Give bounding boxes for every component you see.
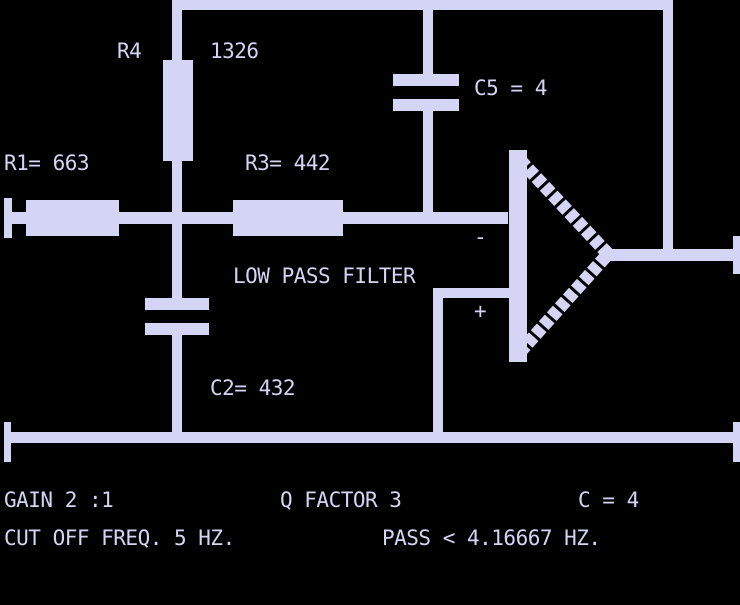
r4-top-wire [172,0,182,60]
plus-ground-wire [433,288,443,443]
c-readout: C = 4 [578,488,639,512]
r3-label: R3= 442 [245,151,330,175]
output-feedback-wire [663,0,673,252]
c2-plate-top [145,298,209,310]
ground-bus [4,432,738,443]
gain-readout: GAIN 2 :1 [4,488,113,512]
opamp-triangle-edges [515,155,617,357]
minus-sign: - [474,225,486,249]
c5-plate-top [393,74,459,86]
r3-resistor [233,200,343,236]
c5-plate-bottom [393,99,459,111]
r4-name-label: R4 [117,39,141,63]
q-factor-readout: Q FACTOR 3 [280,488,401,512]
junction-wire [172,161,182,299]
output-terminal [733,236,740,274]
c2-ground-wire [172,335,182,443]
filter-title: LOW PASS FILTER [233,264,416,288]
cutoff-frequency-readout: CUT OFF FREQ. 5 HZ. [4,526,235,550]
c5-label: C5 = 4 [474,76,547,100]
r4-resistor [163,60,193,161]
pass-band-readout: PASS < 4.16667 HZ. [382,526,601,550]
plus-sign: + [474,299,486,323]
ground-left-terminal [4,422,11,462]
ground-right-terminal [733,422,740,462]
c5-top-wire [423,10,433,74]
c5-bottom-wire [423,111,433,214]
r4-value-label: 1326 [210,39,259,63]
top-feedback-wire [172,0,670,10]
plus-input-wire [433,288,511,298]
r1-resistor [26,200,119,236]
output-wire [603,249,735,261]
opamp-input-side [509,150,527,362]
c2-plate-bottom [145,323,209,335]
r1-label: R1= 663 [4,151,89,175]
c2-label: C2= 432 [210,376,295,400]
